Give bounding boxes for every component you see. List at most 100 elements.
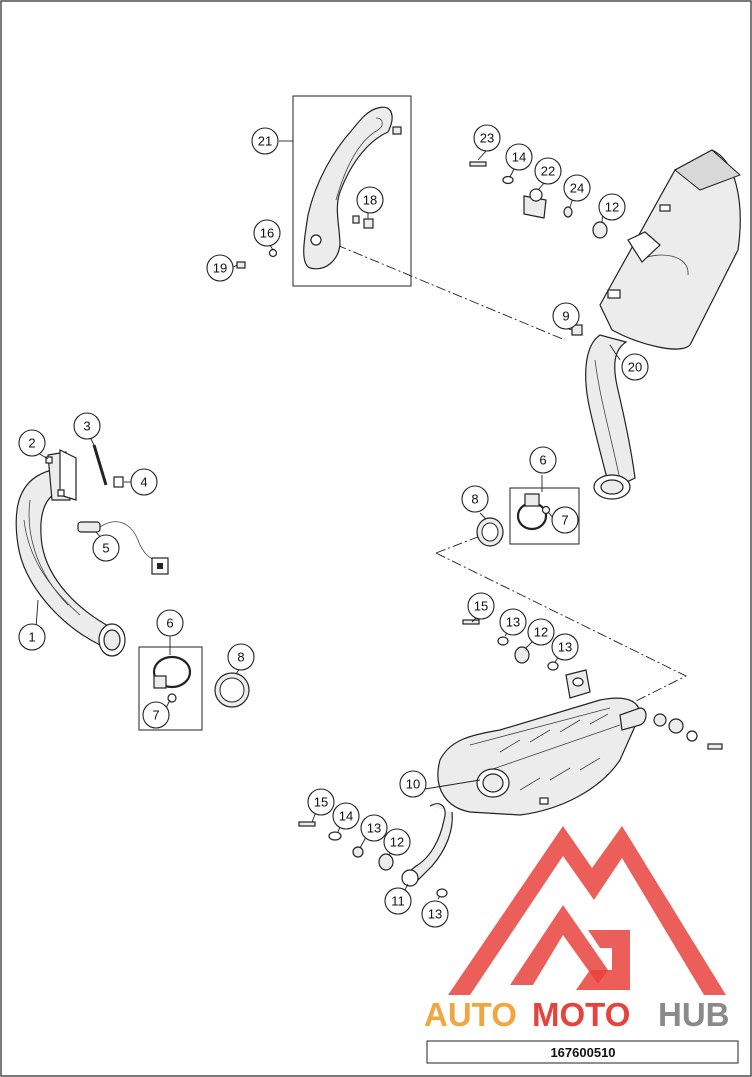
- callout-number: 24: [570, 181, 584, 196]
- callout-layer: 1234566778891011121212131313131414151516…: [18, 124, 649, 928]
- muffler-hardware-upper: [462, 619, 559, 671]
- callout-circle: [383, 828, 411, 856]
- heat-shield-group-box: [292, 95, 412, 287]
- callout-c8b: 8: [461, 485, 489, 513]
- shield-washer: [268, 248, 278, 258]
- callout-c8a: 8: [227, 643, 255, 671]
- silencer-mount-hardware: [469, 161, 608, 239]
- callout-circle: [130, 468, 158, 496]
- shield-spacer: [352, 215, 360, 224]
- assembly-line-muffler: [435, 552, 688, 703]
- assembly-line-gasket: [435, 529, 497, 554]
- watermark-text: AUTO MOTO HUB: [424, 996, 730, 1033]
- callout-number: 21: [258, 134, 272, 149]
- callout-circle: [332, 802, 360, 830]
- callout-c10: 10: [399, 770, 427, 798]
- callout-c13c: 13: [360, 814, 388, 842]
- callout-circle: [621, 353, 649, 381]
- callout-number: 6: [539, 453, 546, 468]
- main-muffler: [437, 669, 647, 816]
- heat-shield: [303, 106, 393, 270]
- callout-c15b: 15: [307, 788, 335, 816]
- callout-number: 2: [28, 436, 35, 451]
- rear-silencer: [585, 149, 741, 500]
- callout-circle: [73, 412, 101, 440]
- callout-c12b: 12: [527, 618, 555, 646]
- bracket-washer: [436, 888, 448, 898]
- callout-number: 20: [628, 360, 642, 375]
- callout-number: 8: [471, 492, 478, 507]
- drawing-number: 167600510: [550, 1045, 615, 1060]
- callout-circle: [473, 124, 501, 152]
- callout-circle: [499, 608, 527, 636]
- header-pipe: [15, 449, 126, 657]
- callout-c9: 9: [552, 302, 580, 330]
- callout-number: 13: [367, 821, 381, 836]
- callout-c12a: 12: [598, 193, 626, 221]
- callout-number: 13: [558, 640, 572, 655]
- callout-number: 15: [314, 795, 328, 810]
- callout-number: 14: [512, 150, 526, 165]
- callout-c14b: 14: [332, 802, 360, 830]
- callout-number: 4: [140, 475, 147, 490]
- callout-c15a: 15: [467, 592, 495, 620]
- callout-circle: [360, 814, 388, 842]
- callout-number: 3: [83, 419, 90, 434]
- callout-c11: 11: [384, 887, 412, 915]
- clamp-upper: [516, 493, 551, 531]
- callout-c13d: 13: [421, 900, 449, 928]
- sleeve: [113, 476, 124, 488]
- callout-number: 6: [166, 616, 173, 631]
- callout-c13a: 13: [499, 608, 527, 636]
- callout-c4: 4: [130, 468, 158, 496]
- callout-c6a: 6: [156, 609, 184, 637]
- callout-c6b: 6: [529, 446, 557, 474]
- callout-number: 22: [541, 164, 555, 179]
- shield-bushing-lower: [363, 218, 374, 229]
- callout-number: 11: [391, 894, 405, 909]
- callout-circle: [206, 254, 234, 282]
- callout-circle: [251, 127, 279, 155]
- clamp-group-box-lower: [138, 646, 203, 731]
- callout-c21: 21: [251, 127, 279, 155]
- callout-number: 12: [534, 625, 548, 640]
- callout-c19: 19: [206, 254, 234, 282]
- callout-c7a: 7: [142, 701, 170, 729]
- callout-circle: [563, 174, 591, 202]
- callout-number: 19: [213, 261, 227, 276]
- clamp-lower: [152, 655, 192, 703]
- callout-number: 15: [474, 599, 488, 614]
- callout-c23: 23: [473, 124, 501, 152]
- callout-c14a: 14: [505, 143, 533, 171]
- callout-c22: 22: [534, 157, 562, 185]
- callout-circle: [384, 887, 412, 915]
- assembly-line-shield: [319, 237, 566, 341]
- callout-c18: 18: [356, 186, 384, 214]
- callout-circle: [227, 643, 255, 671]
- gasket-ring-lower: [214, 672, 250, 708]
- callout-number: 14: [339, 809, 353, 824]
- callout-circle: [551, 506, 579, 534]
- callout-circle: [534, 157, 562, 185]
- callout-c3: 3: [73, 412, 101, 440]
- callout-c12c: 12: [383, 828, 411, 856]
- callout-circle: [421, 900, 449, 928]
- callout-number: 1: [28, 630, 35, 645]
- callout-number: 9: [562, 309, 569, 324]
- callout-number: 12: [390, 835, 404, 850]
- callout-number: 5: [102, 541, 109, 556]
- callout-circle: [461, 485, 489, 513]
- callout-circle: [552, 302, 580, 330]
- callout-number: 13: [428, 907, 442, 922]
- drawing-number-box: [426, 1040, 739, 1064]
- callout-circle: [253, 219, 281, 247]
- callout-circle: [505, 143, 533, 171]
- watermark-text-hub: HUB: [658, 996, 730, 1033]
- muffler-hardware-right: [653, 713, 723, 750]
- header-gasket: [92, 444, 108, 486]
- callout-circle: [18, 623, 46, 651]
- watermark-text-auto: AUTO: [424, 996, 517, 1033]
- callout-circle: [467, 592, 495, 620]
